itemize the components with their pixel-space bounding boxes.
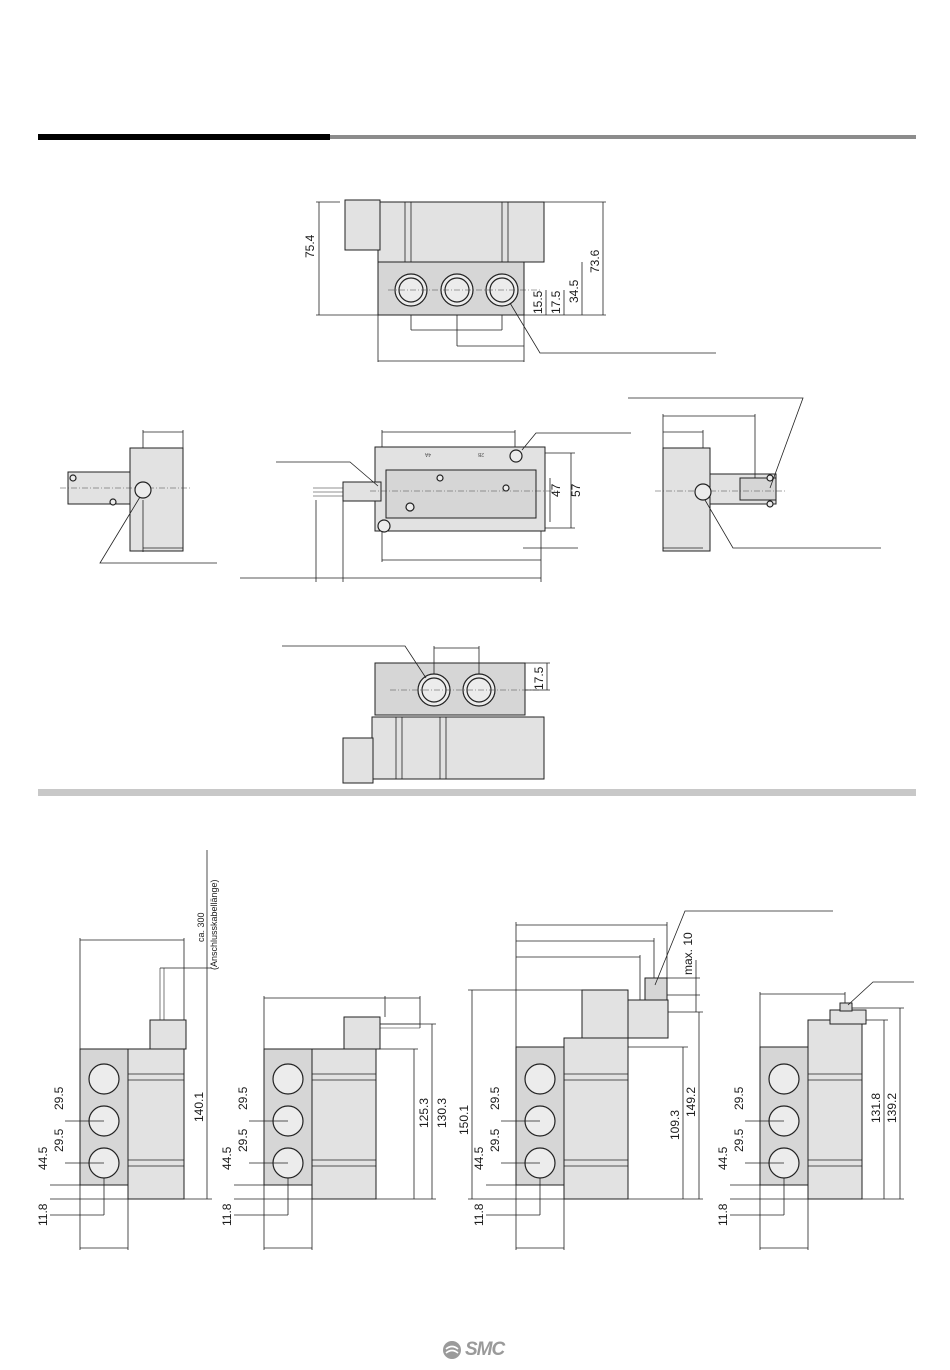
- dim-29-5-a1: 29.5: [52, 1086, 66, 1110]
- dim-44-5-d: 44.5: [716, 1146, 730, 1170]
- dim-139-2: 139.2: [885, 1093, 899, 1123]
- dim-44-5-b: 44.5: [220, 1146, 234, 1170]
- dim-125-3: 125.3: [417, 1098, 431, 1128]
- dim-17-5-bottom: 17.5: [532, 666, 546, 690]
- dim-34-5: 34.5: [567, 279, 581, 303]
- variant-b-view: [234, 996, 436, 1250]
- dim-11-8-b: 11.8: [220, 1203, 234, 1226]
- smc-logo-text: SMC: [465, 1339, 504, 1361]
- dim-max-10: max. 10: [681, 932, 695, 975]
- dim-47: 47: [549, 483, 563, 497]
- dim-29-5-b1: 29.5: [236, 1086, 250, 1110]
- dim-131-8: 131.8: [869, 1093, 883, 1123]
- dim-150-1: 150.1: [457, 1105, 471, 1135]
- dim-109-3: 109.3: [668, 1110, 682, 1140]
- dim-29-5-c2: 29.5: [488, 1128, 502, 1152]
- dim-149-2: 149.2: [684, 1087, 698, 1117]
- dim-15-5: 15.5: [531, 290, 545, 314]
- variant-a-view: [50, 850, 212, 1250]
- dim-29-5-d2: 29.5: [732, 1128, 746, 1152]
- dim-11-8-a: 11.8: [36, 1203, 50, 1226]
- smc-logo-mark-icon: [442, 1340, 462, 1360]
- dim-29-5-d1: 29.5: [732, 1086, 746, 1110]
- dim-11-8-d: 11.8: [716, 1203, 730, 1226]
- dim-44-5-a: 44.5: [36, 1146, 50, 1170]
- plan-view: [240, 430, 631, 582]
- port-label-2b: 2B: [477, 451, 484, 457]
- dim-17-5-top: 17.5: [549, 290, 563, 314]
- dim-44-5-c: 44.5: [472, 1146, 486, 1170]
- smc-logo: SMC: [442, 1338, 512, 1362]
- section-rule-gray: [330, 135, 916, 139]
- dim-29-5-b2: 29.5: [236, 1128, 250, 1152]
- dim-29-5-a2: 29.5: [52, 1128, 66, 1152]
- section-rule-dark: [38, 134, 330, 140]
- section-divider: [38, 789, 916, 796]
- dim-29-5-c1: 29.5: [488, 1086, 502, 1110]
- port-label-4a: 4A: [424, 451, 431, 457]
- dim-130-3: 130.3: [435, 1098, 449, 1128]
- dim-140-1: 140.1: [192, 1092, 206, 1122]
- left-side-view: [60, 430, 217, 563]
- dim-11-8-c: 11.8: [472, 1203, 486, 1226]
- dim-cable-length: ca. 300: [196, 912, 206, 942]
- right-side-view: [628, 398, 881, 551]
- dim-57: 57: [569, 483, 583, 497]
- dim-75-4: 75.4: [303, 234, 317, 258]
- top-front-view: [316, 200, 716, 362]
- dim-73-6: 73.6: [588, 249, 602, 273]
- bottom-view: [282, 646, 550, 783]
- dim-cable-note: (Anschlusskabellänge): [209, 879, 219, 970]
